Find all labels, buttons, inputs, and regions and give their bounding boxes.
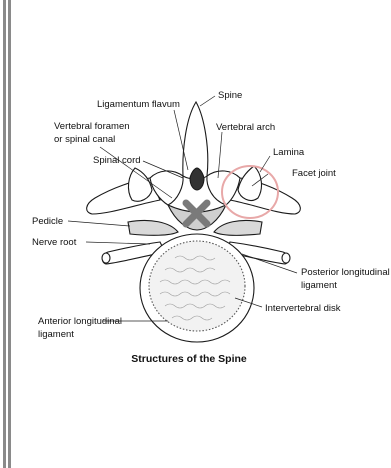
right-pedicle [214, 220, 262, 235]
label-facet-joint: Facet joint [292, 168, 336, 179]
label-spinal-cord: Spinal cord [93, 155, 141, 166]
label-lamina: Lamina [273, 147, 305, 158]
label-spine: Spine [218, 90, 242, 101]
label-spinal-canal: or spinal canal [54, 134, 115, 145]
label-nerve-root: Nerve root [32, 237, 77, 248]
left-nerve-root-end [102, 253, 110, 263]
label-anterior-longitudinal: Anterior longitudinal [38, 316, 122, 327]
label-vertebral-foramen: Vertebral foramen [54, 121, 130, 132]
left-pedicle [128, 220, 178, 235]
label-intervertebral-disk: Intervertebral disk [265, 303, 341, 314]
right-nerve-root-end [282, 253, 290, 263]
diagram-caption: Structures of the Spine [131, 353, 247, 365]
right-facet [238, 166, 261, 200]
label-ligamentum-flavum: Ligamentum flavum [97, 99, 180, 110]
label-vertebral-arch: Vertebral arch [216, 122, 275, 133]
spinous-process [183, 102, 208, 179]
left-facet [128, 168, 152, 201]
label-posterior-ligament: ligament [301, 280, 337, 291]
label-posterior-longitudinal: Posterior longitudinal [301, 267, 390, 278]
intervertebral-disk-nucleus [149, 241, 245, 331]
label-anterior-ligament: ligament [38, 329, 74, 340]
label-pedicle: Pedicle [32, 216, 63, 227]
